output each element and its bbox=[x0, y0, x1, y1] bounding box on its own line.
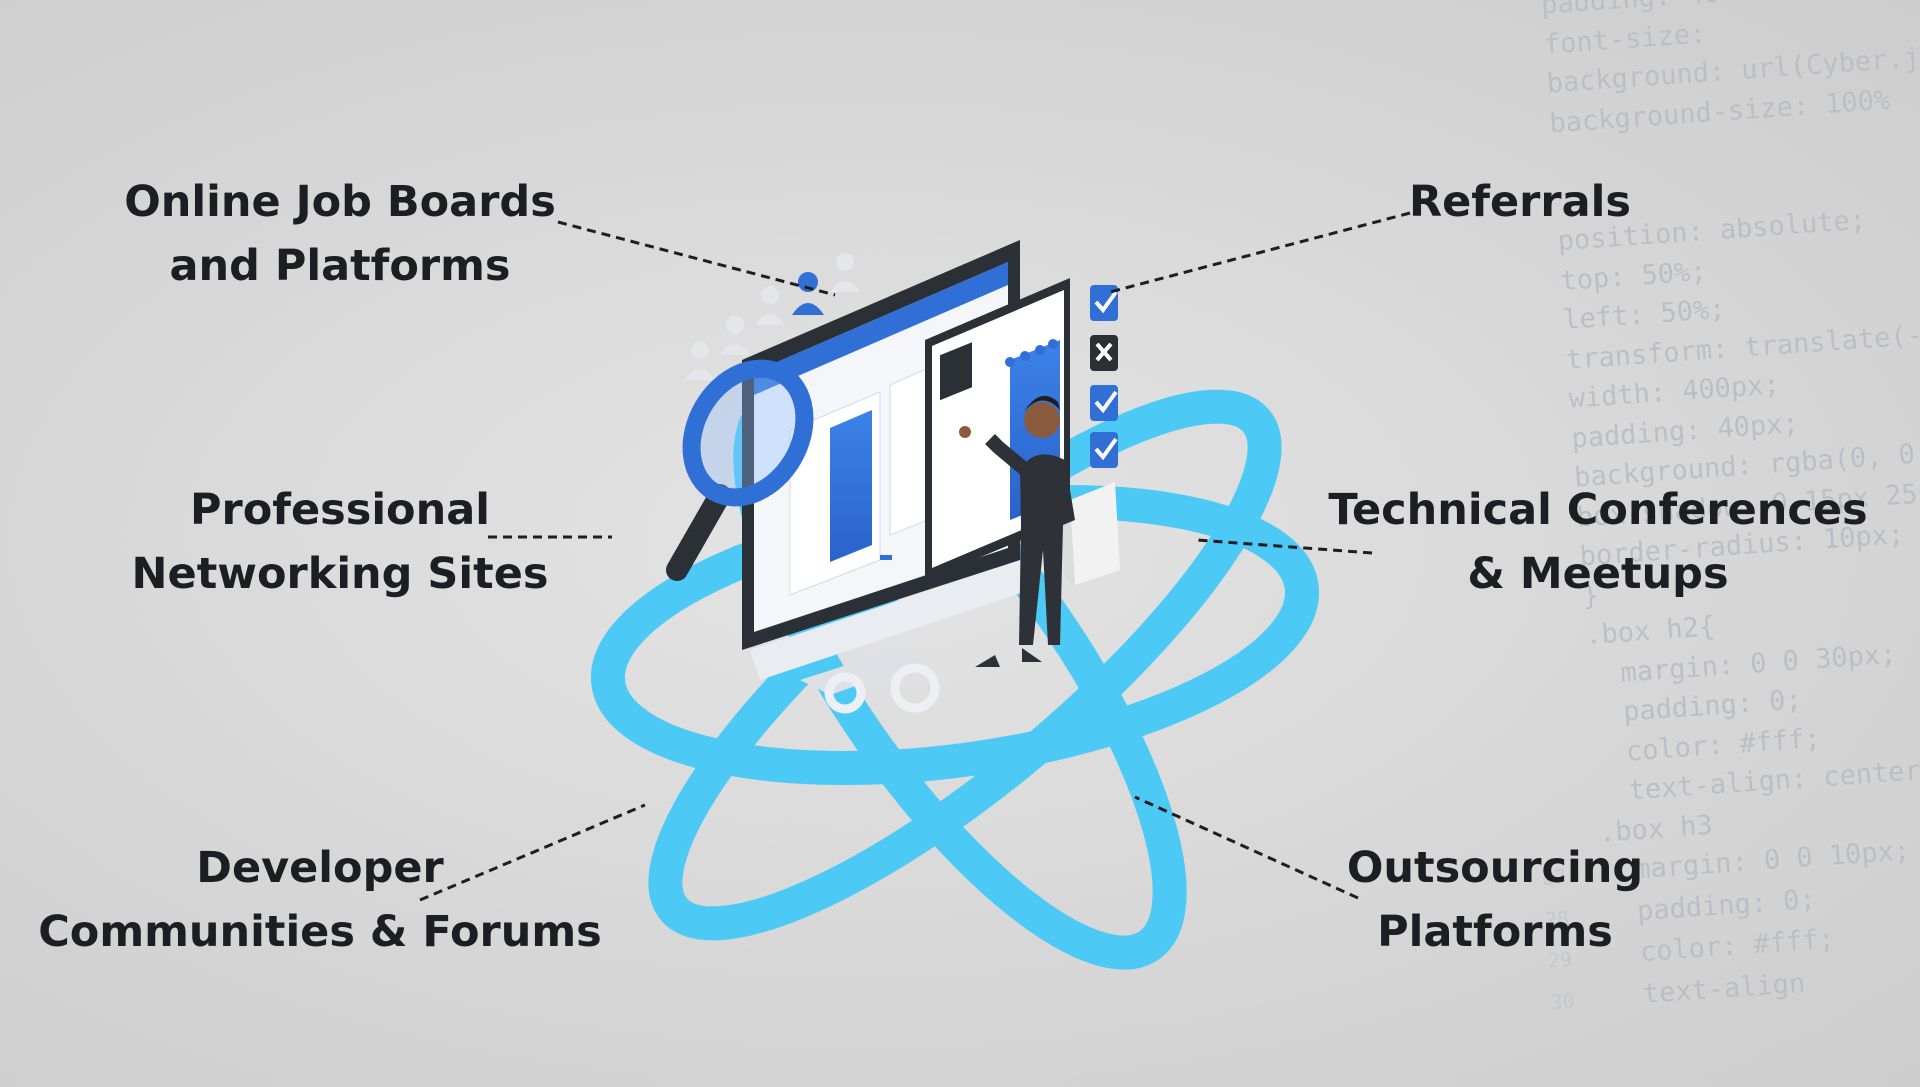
check-icon bbox=[1090, 285, 1118, 321]
label-line: and Platforms bbox=[169, 241, 511, 291]
label-professional-networking: Professional Networking Sites bbox=[110, 478, 570, 606]
connector-referrals bbox=[1109, 211, 1411, 294]
label-line: Communities & Forums bbox=[38, 907, 602, 957]
user-icons bbox=[685, 253, 860, 380]
connector-developer bbox=[419, 803, 646, 902]
label-line: Technical Conferences bbox=[1328, 485, 1868, 535]
connector-lines bbox=[419, 211, 1411, 902]
connector-job-boards bbox=[557, 220, 836, 297]
check-icon bbox=[1090, 432, 1118, 468]
label-line: Networking Sites bbox=[131, 549, 549, 599]
label-line: Platforms bbox=[1377, 907, 1613, 957]
label-outsourcing: Outsourcing Platforms bbox=[1330, 836, 1660, 964]
label-job-boards: Online Job Boards and Platforms bbox=[90, 170, 590, 298]
label-line: Developer bbox=[196, 843, 444, 893]
label-developer-communities: Developer Communities & Forums bbox=[20, 836, 620, 964]
label-referrals: Referrals bbox=[1380, 170, 1660, 234]
label-line: Outsourcing bbox=[1346, 843, 1644, 893]
label-line: & Meetups bbox=[1467, 549, 1729, 599]
checklist-icons bbox=[1090, 285, 1118, 468]
gear-icons bbox=[824, 663, 940, 714]
label-line: Professional bbox=[190, 485, 490, 535]
label-line: Online Job Boards bbox=[124, 177, 556, 227]
label-technical-conferences: Technical Conferences & Meetups bbox=[1318, 478, 1878, 606]
check-icon bbox=[1090, 385, 1118, 421]
magnifier-icon bbox=[666, 359, 814, 581]
label-line: Referrals bbox=[1409, 177, 1631, 227]
person-icon bbox=[959, 395, 1075, 667]
connector-outsourcing bbox=[1134, 795, 1359, 900]
